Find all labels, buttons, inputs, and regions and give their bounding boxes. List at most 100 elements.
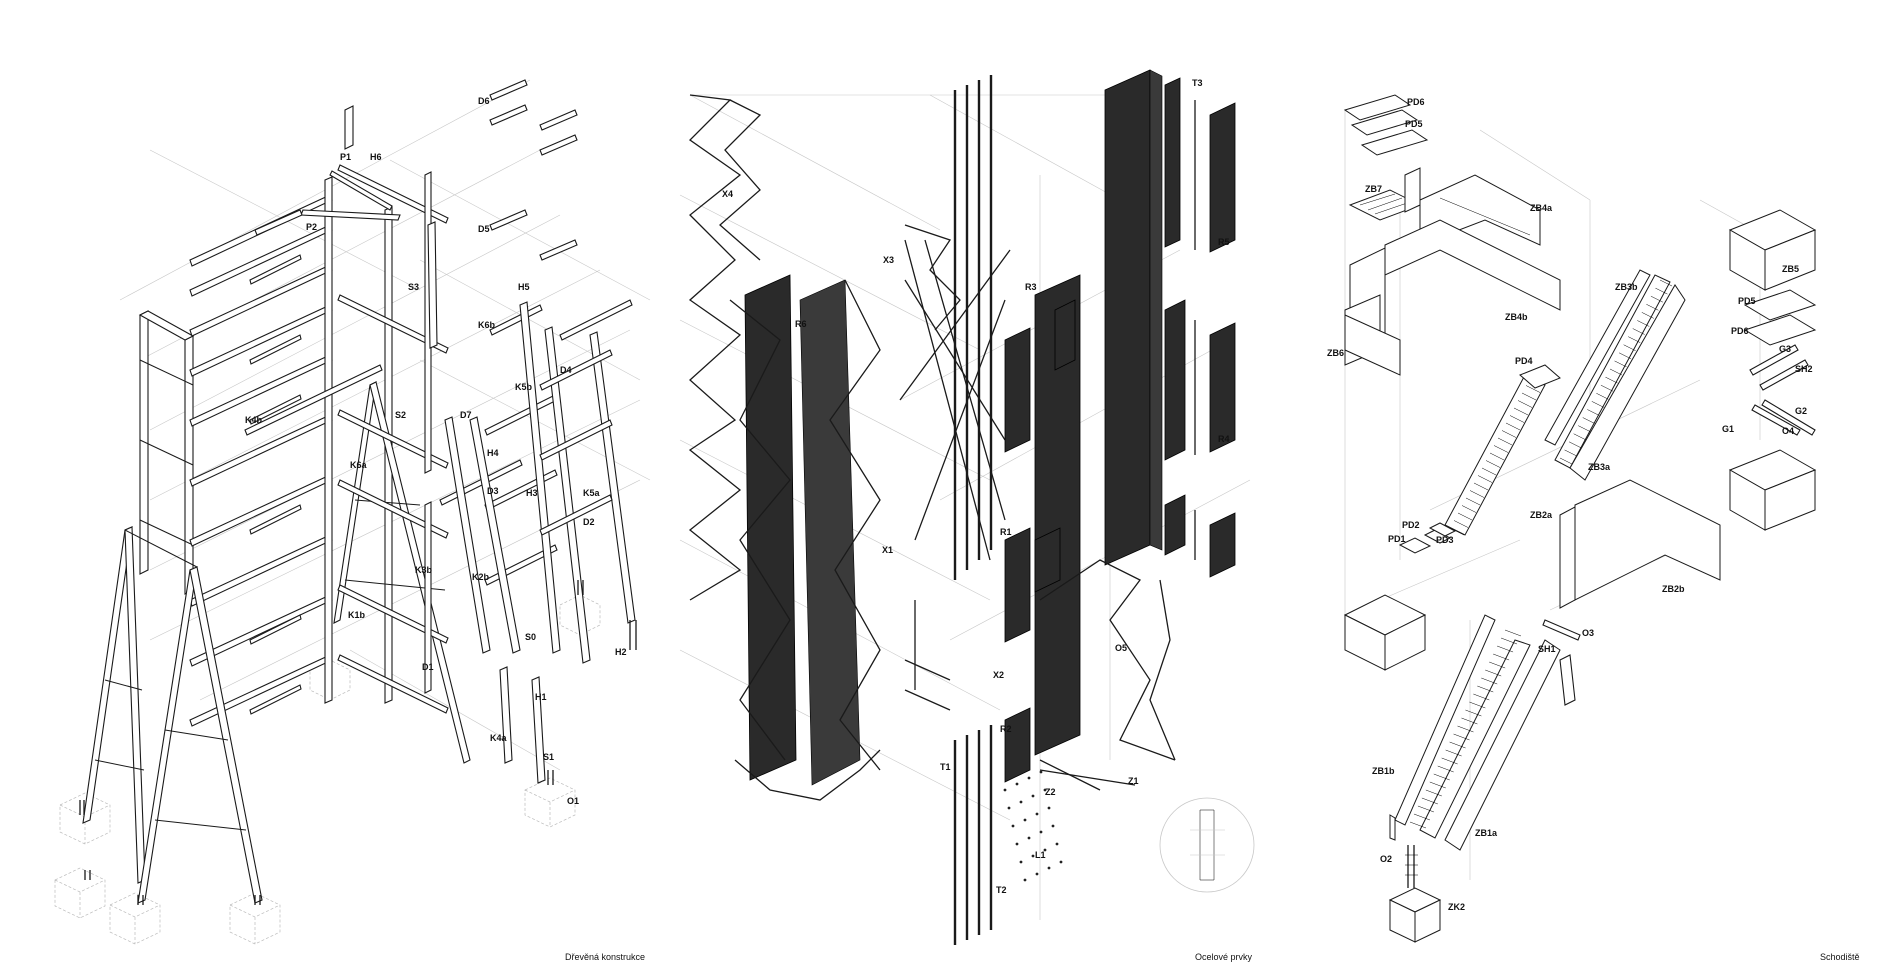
part-label-steel-6: R4 — [1218, 434, 1230, 444]
bolt-dot — [1007, 806, 1011, 810]
landing-zb2 — [1559, 479, 1721, 609]
part-label-wood-15: D3 — [487, 486, 499, 496]
rails-o3-sh1 — [1542, 619, 1581, 706]
bolt-dot — [1019, 860, 1023, 864]
part-label-wood-27: S1 — [543, 752, 554, 762]
part-label-steel-16: T2 — [996, 885, 1007, 895]
part-label-steel-10: X2 — [993, 670, 1004, 680]
caption-staircase: Schodiště — [1820, 952, 1860, 962]
part-label-wood-20: K2b — [472, 572, 490, 582]
part-label-stairs-14: G1 — [1722, 424, 1734, 434]
part-label-stairs-13: G2 — [1795, 406, 1807, 416]
part-label-stairs-26: O2 — [1380, 854, 1392, 864]
part-label-wood-5: S3 — [408, 282, 419, 292]
panel-zb6 — [1344, 314, 1401, 376]
caption-steel-elements: Ocelové prvky — [1195, 952, 1253, 962]
part-label-stairs-22: O3 — [1582, 628, 1594, 638]
bolt-dot — [1055, 842, 1059, 846]
timber-anchors — [79, 580, 637, 905]
part-label-stairs-10: G3 — [1779, 344, 1791, 354]
part-label-stairs-4: ZB5 — [1782, 264, 1799, 274]
part-label-wood-17: K5a — [583, 488, 601, 498]
part-label-wood-13: H4 — [487, 448, 499, 458]
part-label-wood-9: K5b — [515, 382, 533, 392]
bolt-dot — [1051, 824, 1055, 828]
part-label-stairs-12: PD4 — [1515, 356, 1533, 366]
part-label-stairs-24: ZB1b — [1372, 766, 1395, 776]
bolt-dot — [1003, 788, 1007, 792]
part-label-wood-23: D1 — [422, 662, 434, 672]
plates-pd6-pd5-top — [1343, 94, 1429, 156]
caption-timber-structure: Dřevěná konstrukce — [565, 952, 645, 962]
part-label-wood-8: D4 — [560, 365, 572, 375]
bolt-dot — [1011, 824, 1015, 828]
bolt-dot — [1035, 812, 1039, 816]
part-label-wood-18: D2 — [583, 517, 595, 527]
part-label-wood-1: P1 — [340, 152, 351, 162]
part-label-wood-21: K1b — [348, 610, 366, 620]
stair-flight-pd4 — [1444, 364, 1561, 536]
part-label-steel-0: X4 — [722, 189, 733, 199]
part-label-stairs-5: ZB3b — [1615, 282, 1638, 292]
part-label-wood-22: S0 — [525, 632, 536, 642]
part-label-wood-7: K6b — [478, 320, 496, 330]
part-label-steel-5: R3 — [1025, 282, 1037, 292]
part-label-wood-6: H5 — [518, 282, 530, 292]
part-label-steel-4: R5 — [1218, 237, 1230, 247]
cable-z1-z2-o5 — [1039, 559, 1176, 791]
part-label-stairs-23: SH1 — [1538, 644, 1556, 654]
bolt-dot — [1031, 794, 1035, 798]
stair-flight-zb3 — [1544, 269, 1686, 481]
rails-g1-g3 — [1749, 344, 1816, 436]
step-tray-zb7 — [1348, 167, 1422, 221]
timber-structure-group — [54, 79, 651, 945]
part-label-wood-28: O1 — [567, 796, 579, 806]
part-label-stairs-15: O4 — [1782, 426, 1794, 436]
bolt-grid — [1003, 770, 1063, 882]
part-label-stairs-9: ZB6 — [1327, 348, 1344, 358]
part-label-stairs-20: PD3 — [1436, 535, 1454, 545]
bolt-dot — [1019, 800, 1023, 804]
mesh-column-t3 — [1104, 69, 1236, 578]
detail-circle — [1159, 797, 1255, 893]
part-label-wood-0: D6 — [478, 96, 490, 106]
part-label-wood-14: K6a — [350, 460, 368, 470]
part-label-stairs-27: ZK2 — [1448, 902, 1465, 912]
cable-x3-x1 — [899, 75, 1011, 580]
part-label-stairs-17: ZB2a — [1530, 510, 1553, 520]
part-label-steel-9: O5 — [1115, 643, 1127, 653]
part-label-wood-4: D5 — [478, 224, 490, 234]
bolt-dot — [1027, 776, 1031, 780]
part-label-stairs-16: ZB3a — [1588, 462, 1611, 472]
part-label-wood-24: H2 — [615, 647, 627, 657]
plates-pd1-pd3 — [1398, 522, 1457, 554]
boxes-zb5 — [1728, 209, 1817, 531]
bolt-dot — [1023, 878, 1027, 882]
part-label-stairs-7: PD5 — [1738, 296, 1756, 306]
part-label-stairs-25: ZB1a — [1475, 828, 1498, 838]
bolt-dot — [1047, 866, 1051, 870]
bolt-dot — [1047, 806, 1051, 810]
part-label-stairs-0: PD6 — [1407, 97, 1425, 107]
steel-panels-r — [1004, 274, 1081, 783]
bolt-dot — [1031, 854, 1035, 858]
part-label-steel-3: T3 — [1192, 78, 1203, 88]
bolt-dot — [1015, 782, 1019, 786]
part-label-steel-14: T1 — [940, 762, 951, 772]
part-label-stairs-19: PD1 — [1388, 534, 1406, 544]
bolt-dot — [1059, 860, 1063, 864]
steel-elements-group — [679, 69, 1255, 945]
part-label-steel-15: L1 — [1035, 850, 1046, 860]
timber-a-frame-legs — [82, 381, 471, 904]
part-label-stairs-6: ZB4b — [1505, 312, 1528, 322]
rods-t1-t2 — [904, 600, 993, 945]
stair-ghost-lines — [1344, 110, 1791, 880]
part-label-stairs-21: ZB2b — [1662, 584, 1685, 594]
part-label-wood-10: K4b — [245, 415, 263, 425]
bolt-dot — [1039, 830, 1043, 834]
part-label-wood-19: K3b — [415, 565, 433, 575]
bolt-dot — [1035, 872, 1039, 876]
part-label-wood-2: H6 — [370, 152, 382, 162]
